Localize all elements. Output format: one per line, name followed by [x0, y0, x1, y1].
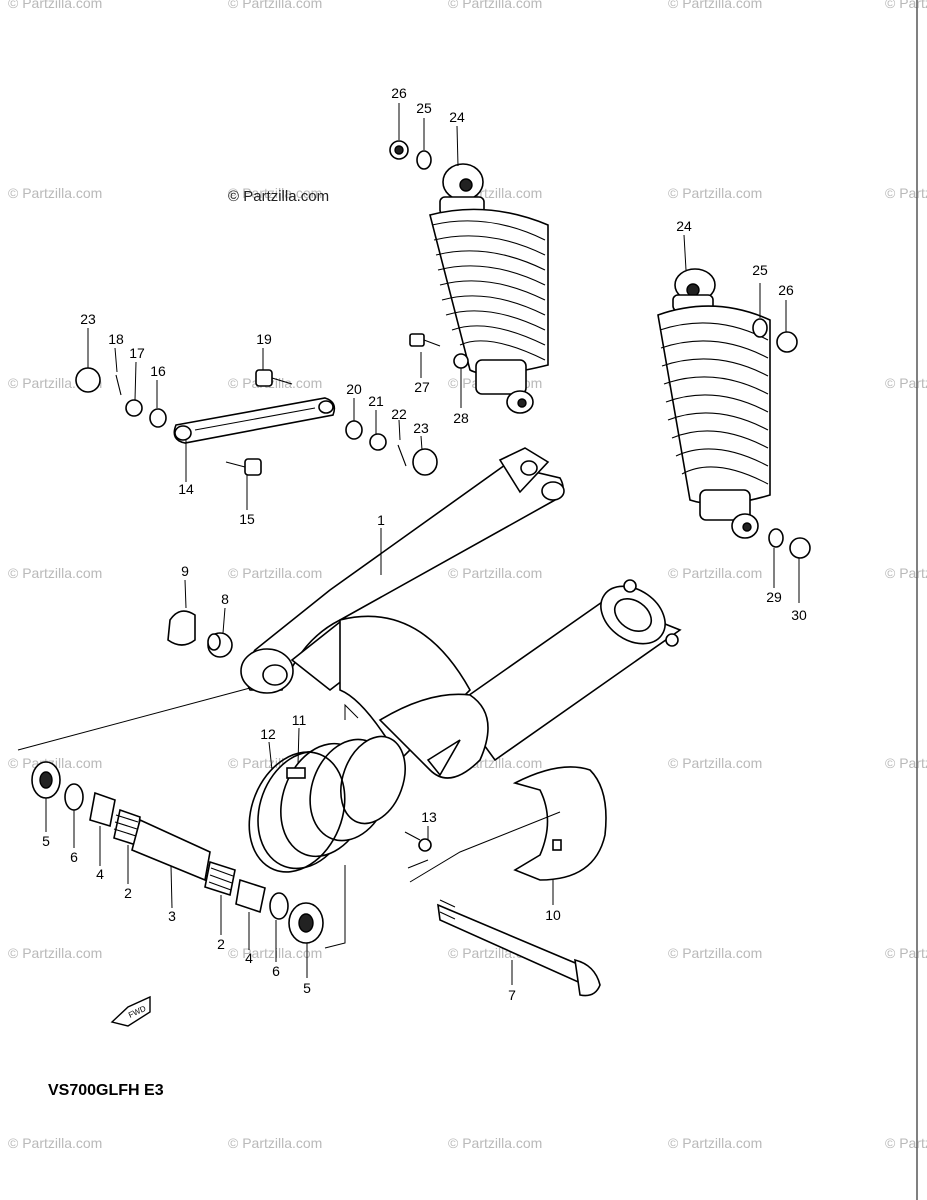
shock-absorber-upper — [429, 163, 549, 414]
shock-nut-washer-right — [752, 318, 798, 353]
watermark-text: © Partzilla.com — [448, 565, 542, 581]
torque-link — [173, 397, 336, 444]
callout-23: 23 — [80, 311, 96, 327]
watermark-text: © Partzilla.com — [885, 565, 927, 581]
callout-26: 26 — [391, 85, 407, 101]
clamp-screw-11 — [286, 767, 306, 779]
callout-4: 4 — [245, 950, 253, 966]
watermark-text: © Partzilla.com — [228, 0, 322, 11]
callout-12: 12 — [260, 726, 276, 742]
callout-2: 2 — [217, 936, 225, 952]
watermark-text: © Partzilla.com — [448, 0, 542, 11]
callout-27: 27 — [414, 379, 430, 395]
watermark-text: © Partzilla.com — [885, 755, 927, 771]
watermark-text: © Partzilla.com — [668, 1135, 762, 1151]
link-hardware-left — [75, 367, 167, 428]
callout-29: 29 — [766, 589, 782, 605]
watermark-text: © Partzilla.com — [8, 185, 102, 201]
callout-18: 18 — [108, 331, 124, 347]
callout-19: 19 — [256, 331, 272, 347]
clamp-12 — [248, 751, 346, 873]
watermark-text: © Partzilla.com — [228, 945, 322, 961]
callout-10: 10 — [545, 907, 561, 923]
watermark-text: © Partzilla.com — [885, 0, 927, 11]
guide-lines — [17, 687, 561, 949]
model-label: VS700GLFH E3 — [48, 1082, 164, 1099]
callout-17: 17 — [129, 345, 145, 361]
watermark-text: © Partzilla.com — [228, 375, 322, 391]
callout-11: 11 — [292, 712, 307, 728]
drive-boot — [257, 735, 406, 870]
watermark-text: © Partzilla.com — [885, 375, 927, 391]
watermark-text: © Partzilla.com — [8, 755, 102, 771]
watermark-text: © Partzilla.com — [8, 0, 102, 11]
callout-6: 6 — [70, 849, 78, 865]
callout-8: 8 — [221, 591, 229, 607]
callout-5: 5 — [303, 980, 311, 996]
callout-14: 14 — [178, 481, 194, 497]
pivot-parts-left — [31, 761, 324, 944]
callout-26: 26 — [778, 282, 794, 298]
bolt-19 — [255, 369, 293, 387]
watermark-text: © Partzilla.com — [668, 565, 762, 581]
watermark-text: © Partzilla.com — [228, 565, 322, 581]
callout-1: 1 — [377, 512, 385, 528]
callout-9: 9 — [181, 563, 189, 579]
watermark-text: © Partzilla.com — [448, 1135, 542, 1151]
watermark-text: © Partzilla.com — [668, 185, 762, 201]
callout-13: 13 — [421, 809, 437, 825]
screw-13 — [404, 831, 432, 852]
dust-seal-9 — [167, 610, 196, 646]
copyright-text: © Partzilla.com — [228, 188, 329, 205]
collar-28 — [453, 353, 469, 369]
pivot-shaft-7 — [437, 899, 601, 997]
callout-28: 28 — [453, 410, 469, 426]
callout-2: 2 — [124, 885, 132, 901]
callout-22: 22 — [391, 406, 407, 422]
callout-15: 15 — [239, 511, 255, 527]
watermark-text: © Partzilla.com — [8, 565, 102, 581]
callout-24: 24 — [449, 109, 465, 125]
shock-absorber-lower — [657, 268, 771, 539]
watermark-text: © Partzilla.com — [885, 945, 927, 961]
pivot-collar-8 — [207, 632, 233, 658]
shock-lower-washer-nut — [768, 528, 811, 559]
watermark-text: © Partzilla.com — [228, 1135, 322, 1151]
callout-4: 4 — [96, 866, 104, 882]
callout-24: 24 — [676, 218, 692, 234]
swingarm-cover — [512, 766, 607, 881]
callout-25: 25 — [416, 100, 432, 116]
watermark-text: © Partzilla.com — [668, 0, 762, 11]
callout-6: 6 — [272, 963, 280, 979]
callout-20: 20 — [346, 381, 362, 397]
watermark-text: © Partzilla.com — [885, 185, 927, 201]
watermark-text: © Partzilla.com — [228, 185, 322, 201]
watermark-text: © Partzilla.com — [885, 1135, 927, 1151]
fwd-arrow-icon: FWD — [110, 995, 151, 1027]
callout-labels: 26 25 24 24 25 26 23 18 17 16 19 27 28 2… — [42, 85, 807, 1003]
watermark-text: © Partzilla.com — [668, 945, 762, 961]
shock-nut-washer-upper — [389, 140, 432, 170]
callout-25: 25 — [752, 262, 768, 278]
callout-3: 3 — [168, 908, 176, 924]
callout-21: 21 — [368, 393, 384, 409]
callout-30: 30 — [791, 607, 807, 623]
callout-7: 7 — [508, 987, 516, 1003]
shock-bolt-27 — [409, 333, 441, 347]
swingarm — [240, 447, 682, 779]
watermark-text: © Partzilla.com — [8, 1135, 102, 1151]
watermark-text: © Partzilla.com — [668, 755, 762, 771]
watermark-text: © Partzilla.com — [8, 945, 102, 961]
bolt-15 — [225, 458, 262, 476]
callout-5: 5 — [42, 833, 50, 849]
leader-lines — [45, 103, 800, 985]
callout-16: 16 — [150, 363, 166, 379]
callout-23: 23 — [413, 420, 429, 436]
